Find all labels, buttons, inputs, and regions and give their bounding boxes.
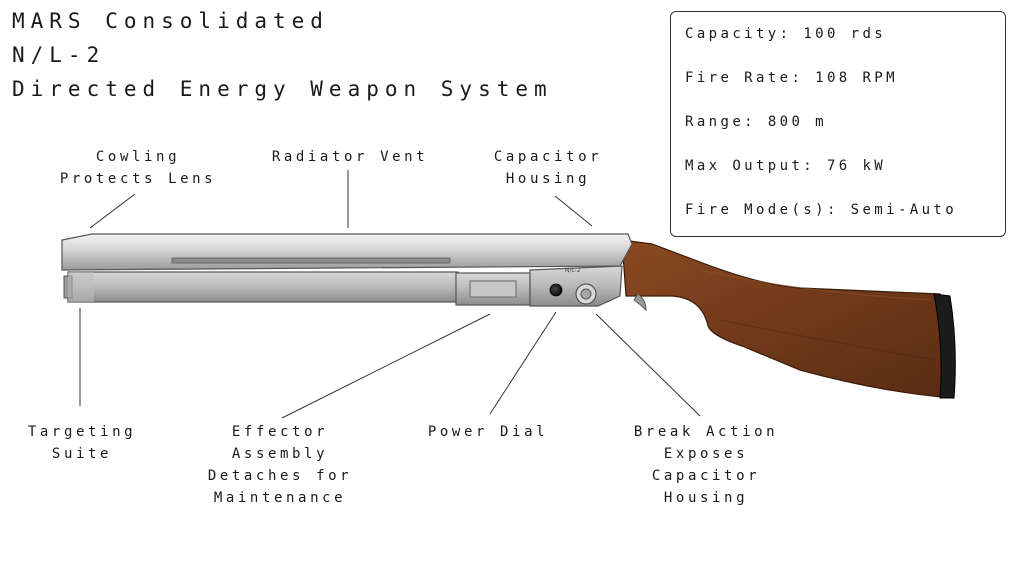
- leader-capacitor: [554, 195, 593, 227]
- receiver: [529, 265, 623, 307]
- callout-power-dial: Power Dial: [427, 424, 549, 440]
- leader-cowling: [89, 193, 136, 229]
- spec-panel: Capacity: 100 rds Fire Rate: 108 RPM Ran…: [670, 11, 1006, 237]
- wooden-stock: [621, 239, 953, 399]
- radiator-vent: [171, 257, 451, 264]
- lens-tube: [67, 271, 459, 303]
- leader-break-action: [595, 313, 701, 417]
- callout-radiator-vent: Radiator Vent: [271, 149, 429, 165]
- leader-power-dial: [489, 311, 557, 415]
- callout-cowling: Cowling Protects Lens: [59, 149, 217, 187]
- spec-fire-modes: Fire Mode(s): Semi-Auto: [685, 202, 958, 218]
- title-line-3: Directed Energy Weapon System: [12, 77, 553, 101]
- receiver-mark: N/L-2: [565, 267, 581, 274]
- callout-capacitor-housing: Capacitor Housing: [493, 149, 603, 187]
- title-line-2: N/L-2: [12, 43, 106, 67]
- cowling-shroud: [61, 233, 633, 271]
- spec-fire-rate: Fire Rate: 108 RPM: [685, 70, 898, 86]
- recoil-pad: [933, 293, 956, 399]
- callout-break-action: Break Action Exposes Capacitor Housing: [633, 424, 779, 506]
- spec-max-output: Max Output: 76 kW: [685, 158, 887, 174]
- callout-targeting-suite: Targeting Suite: [27, 424, 137, 462]
- callout-effector-assembly: Effector Assembly Detaches for Maintenan…: [207, 424, 353, 506]
- leader-effector: [281, 313, 491, 419]
- title-line-1: MARS Consolidated: [12, 9, 329, 33]
- trigger: [633, 293, 647, 312]
- spec-range: Range: 800 m: [685, 114, 827, 130]
- power-dial: [549, 283, 563, 297]
- spec-capacity: Capacity: 100 rds: [685, 26, 887, 42]
